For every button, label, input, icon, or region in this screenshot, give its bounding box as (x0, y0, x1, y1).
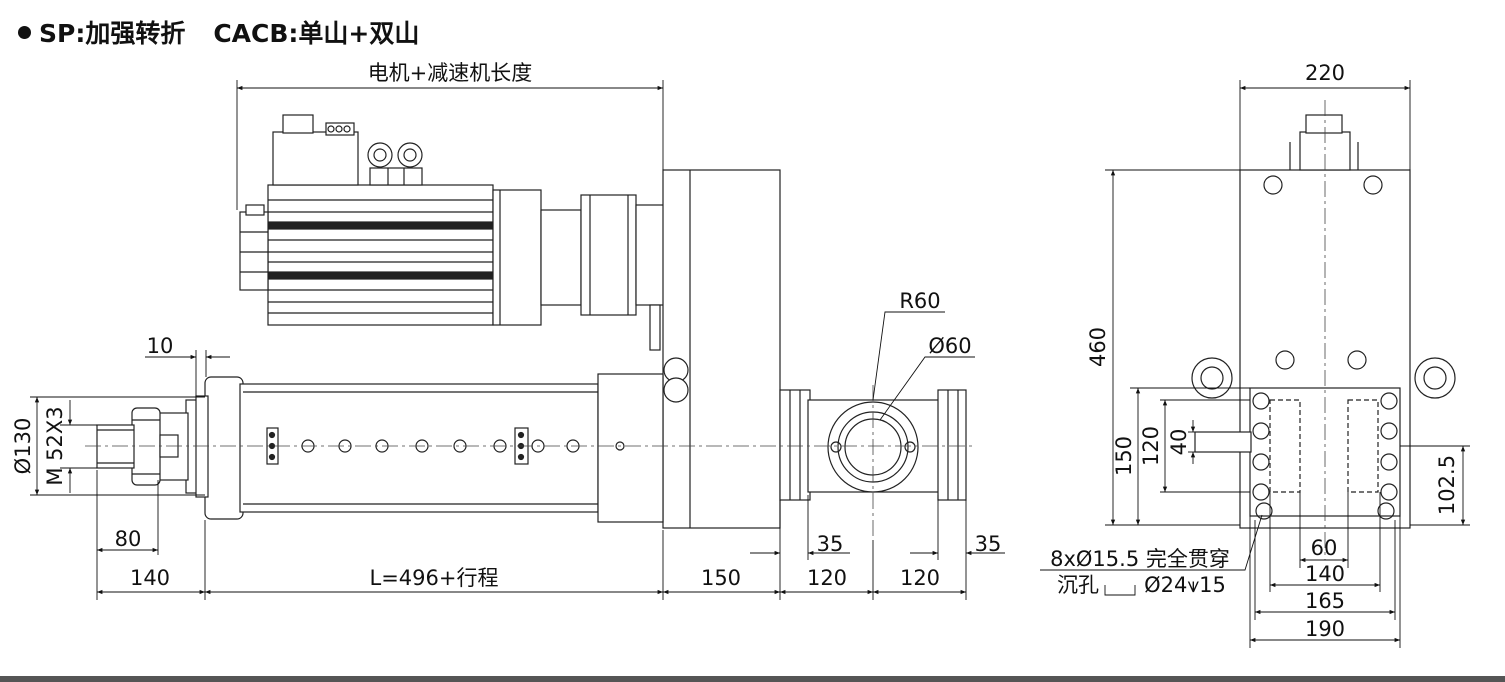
dim-width: 220 (1305, 61, 1345, 85)
end-view-dimensions (1040, 80, 1470, 648)
dim-h120: 120 (1139, 426, 1163, 466)
dim-motor-length: 电机+减速机长度 (368, 61, 533, 85)
drawing-title: SP:加强转折 CACB:单山+双山 (18, 14, 419, 50)
note-counterbore-value: Ø24⩛15 (1144, 573, 1226, 597)
dim-thread: M 52X3 (43, 406, 67, 485)
belt-housing (662, 169, 781, 529)
side-view-dimensions (30, 80, 1005, 600)
note-holes: 8xØ15.5 完全贯穿 (1050, 547, 1230, 571)
dim-h102-5: 102.5 (1435, 455, 1459, 515)
side-view (85, 114, 975, 540)
dim-lug-b: 35 (975, 532, 1002, 556)
bullet-icon (18, 25, 31, 39)
dim-w140: 140 (1305, 562, 1345, 586)
dim-height: 460 (1086, 327, 1110, 367)
centerlines (85, 385, 975, 540)
dim-radius: R60 (899, 289, 940, 313)
end-view-labels: 220 460 150 120 40 102.5 60 140 165 190 … (1050, 61, 1459, 641)
dim-rod-end: 80 (115, 527, 142, 551)
dim-h150: 150 (1112, 436, 1136, 476)
dim-rod-diameter: Ø130 (11, 418, 35, 475)
note-counterbore-label: 沉孔 (1057, 573, 1099, 597)
dim-lug-a: 35 (817, 532, 844, 556)
dim-w190: 190 (1305, 617, 1345, 641)
dim-w60: 60 (1311, 536, 1338, 560)
bottom-border (0, 676, 1505, 682)
dim-h40: 40 (1167, 429, 1191, 456)
dim-w165: 165 (1305, 589, 1345, 613)
side-view-labels: 电机+减速机长度 10 Ø130 M 52X3 80 140 L=496+行程 … (11, 61, 1001, 590)
title-model: SP:加强转折 (39, 19, 186, 48)
end-view (1191, 100, 1456, 560)
dim-trunnion-b: 120 (900, 566, 940, 590)
cylinder-body (204, 373, 664, 523)
dim-housing: 150 (701, 566, 741, 590)
title-mount: CACB:单山+双山 (213, 19, 420, 48)
dim-flange-offset: 10 (147, 334, 174, 358)
dim-trunnion-a: 120 (807, 566, 847, 590)
servo-motor (239, 114, 665, 351)
dim-body-length: L=496+行程 (370, 566, 499, 590)
dim-bore: Ø60 (928, 334, 971, 358)
dim-front: 140 (130, 566, 170, 590)
piston-rod (96, 395, 209, 498)
